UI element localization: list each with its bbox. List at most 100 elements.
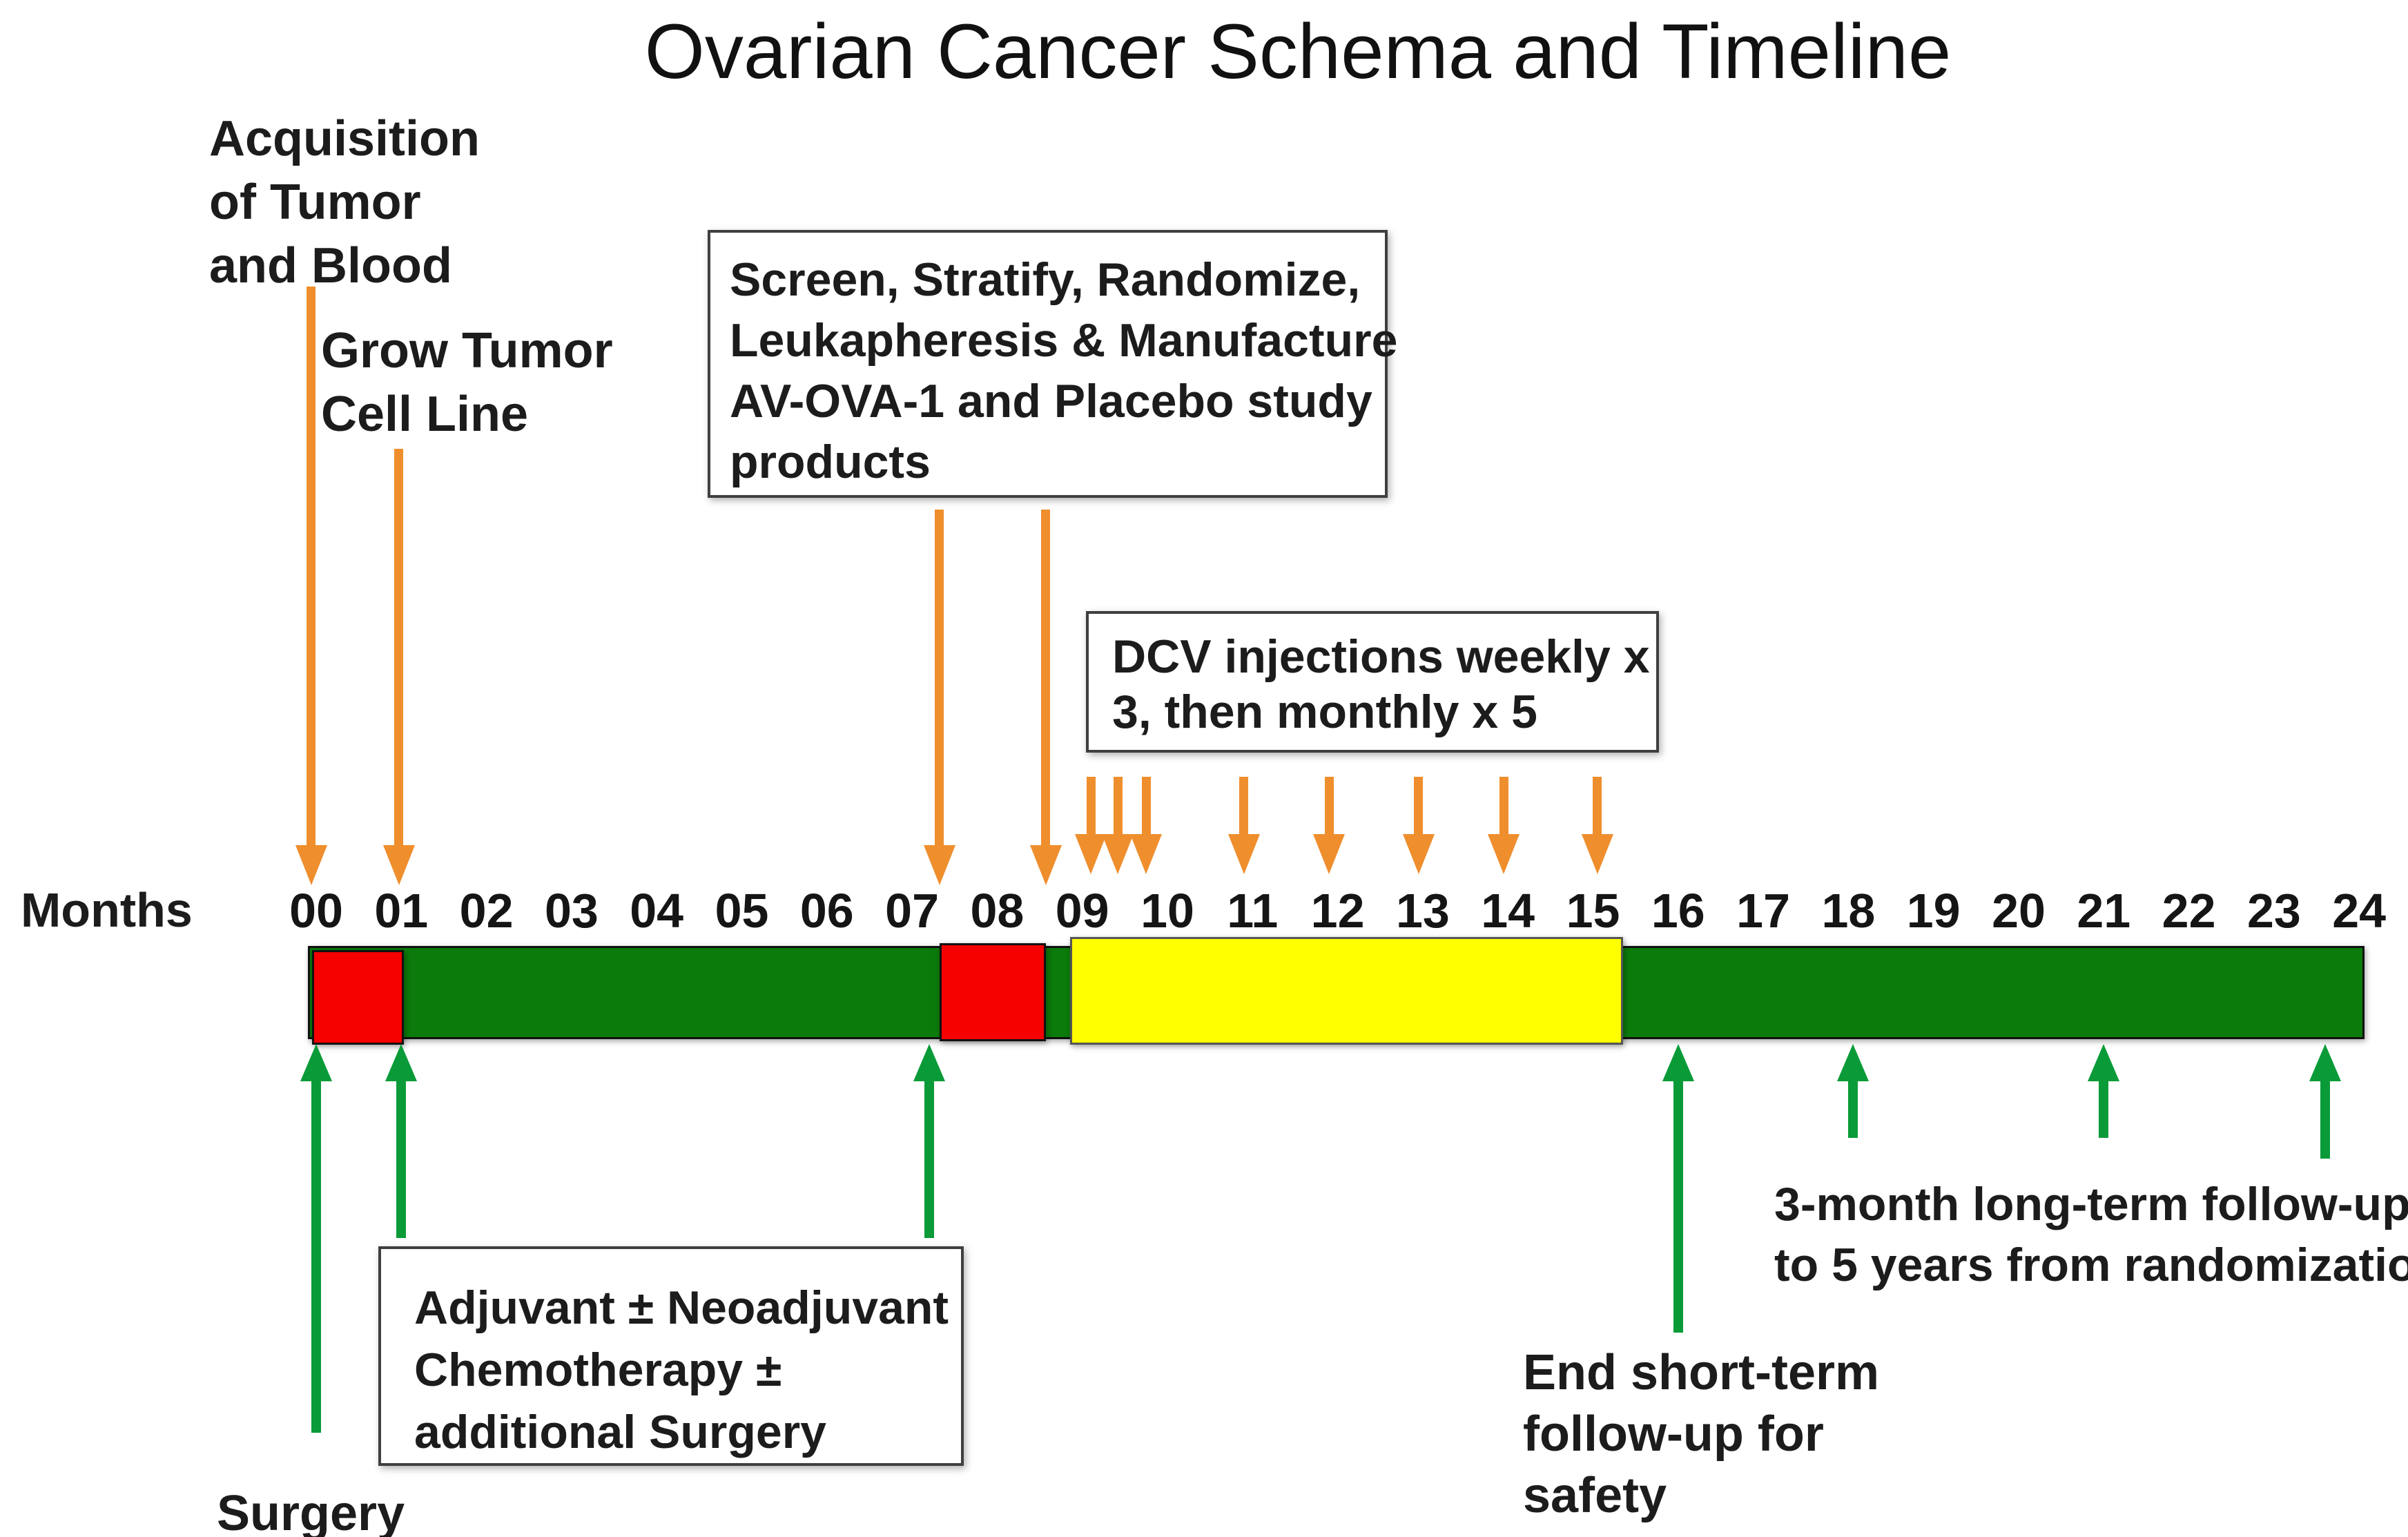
- arrow-chemo-end-shaft: [924, 1074, 934, 1238]
- segment-yellow-dcv: [1070, 937, 1623, 1045]
- month-label-02: 02: [459, 884, 514, 938]
- label-acquisition-tumor-blood: Acquisition of Tumor and Blood: [209, 107, 480, 298]
- arrow-dcv-monthly-4-head: [1488, 834, 1520, 874]
- month-label-14: 14: [1481, 884, 1535, 938]
- month-label-21: 21: [2077, 884, 2131, 938]
- month-label-10: 10: [1140, 884, 1194, 938]
- arrow-grow-cell-line-shaft: [394, 449, 404, 852]
- label-surgery: Surgery: [217, 1486, 405, 1537]
- label-line: follow-up for: [1523, 1406, 1824, 1462]
- arrow-dcv-monthly-2-head: [1313, 834, 1346, 874]
- box-line: AV-OVA-1 and Placebo study: [730, 375, 1372, 427]
- arrow-chemo-start-head: [385, 1044, 418, 1081]
- arrow-chemo-end: [913, 1044, 945, 1238]
- month-label-16: 16: [1651, 884, 1705, 938]
- arrow-dcv-weekly-1: [1075, 777, 1107, 874]
- arrow-chemo-end-head: [913, 1044, 945, 1081]
- label-line: safety: [1523, 1468, 1667, 1523]
- arrow-dcv-weekly-2-shaft: [1113, 777, 1123, 841]
- segment-red-leukapheresis: [939, 943, 1046, 1041]
- arrow-dcv-weekly-3: [1130, 777, 1163, 874]
- label-long-term-followup: 3-month long-term follow-up to 5 years f…: [1774, 1174, 2408, 1295]
- label-grow-tumor-cell-line: Grow Tumor Cell Line: [321, 319, 613, 446]
- box-line: additional Surgery: [414, 1406, 826, 1458]
- arrow-dcv-monthly-1-head: [1227, 834, 1260, 874]
- arrow-dcv-weekly-2: [1102, 777, 1134, 874]
- arrow-dcv-monthly-3-shaft: [1414, 777, 1424, 841]
- arrow-dcv-monthly-5-shaft: [1593, 777, 1602, 841]
- arrow-screen-period-end: [1029, 510, 1062, 885]
- arrow-dcv-monthly-3-head: [1402, 834, 1435, 874]
- arrow-dcv-monthly-2-shaft: [1324, 777, 1334, 841]
- arrow-dcv-monthly-1-shaft: [1239, 777, 1249, 841]
- month-label-09: 09: [1055, 884, 1109, 938]
- month-label-00: 00: [289, 884, 343, 938]
- arrow-dcv-weekly-1-shaft: [1086, 777, 1096, 841]
- arrow-long-term-followup-24-head: [2309, 1044, 2341, 1081]
- box-line: 3, then monthly x 5: [1112, 686, 1537, 738]
- arrow-dcv-monthly-5-head: [1581, 834, 1613, 874]
- month-label-17: 17: [1736, 884, 1791, 938]
- arrow-dcv-monthly-5: [1581, 777, 1613, 874]
- arrow-surgery-head: [300, 1044, 332, 1081]
- arrow-dcv-weekly-2-head: [1102, 834, 1134, 874]
- months-axis-label: Months: [21, 883, 193, 937]
- month-label-03: 03: [544, 884, 599, 938]
- arrow-long-term-followup-18-head: [1836, 1044, 1869, 1081]
- arrow-long-term-followup-18: [1836, 1044, 1869, 1138]
- arrow-long-term-followup-18-shaft: [1847, 1074, 1858, 1138]
- label-line: End short-term: [1523, 1345, 1880, 1400]
- label-line: Acquisition: [209, 111, 480, 166]
- arrow-dcv-weekly-3-head: [1130, 834, 1163, 874]
- segment-red-surgery: [311, 950, 404, 1045]
- box-line: Chemotherapy ±: [414, 1344, 782, 1396]
- arrow-screen-period-end-shaft: [1041, 510, 1051, 852]
- month-label-18: 18: [1821, 884, 1876, 938]
- arrow-end-short-term-followup: [1662, 1044, 1694, 1333]
- arrow-long-term-followup-24: [2309, 1044, 2341, 1159]
- month-label-24: 24: [2332, 884, 2387, 938]
- arrow-acquisition-head: [295, 845, 327, 885]
- page-title: Ovarian Cancer Schema and Timeline: [644, 8, 1952, 95]
- arrow-dcv-monthly-3: [1402, 777, 1435, 874]
- arrow-screen-period-start-shaft: [935, 510, 944, 852]
- arrow-long-term-followup-21-shaft: [2099, 1074, 2109, 1138]
- arrow-surgery: [300, 1044, 332, 1433]
- arrow-screen-period-start: [923, 510, 955, 885]
- arrow-dcv-monthly-2: [1313, 777, 1346, 874]
- arrow-long-term-followup-24-shaft: [2320, 1074, 2330, 1159]
- arrow-surgery-shaft: [311, 1074, 321, 1433]
- box-line: Leukapheresis & Manufacture: [730, 314, 1398, 367]
- dcv-injections-box: DCV injections weekly x 3, then monthly …: [1086, 611, 1659, 753]
- arrow-dcv-weekly-3-shaft: [1141, 777, 1151, 841]
- month-label-11: 11: [1227, 884, 1279, 938]
- arrow-screen-period-end-head: [1029, 845, 1062, 885]
- arrow-end-short-term-followup-head: [1662, 1044, 1694, 1081]
- month-label-06: 06: [799, 884, 854, 938]
- label-line: of Tumor: [209, 175, 421, 230]
- arrow-long-term-followup-21-head: [2088, 1044, 2120, 1081]
- arrow-dcv-monthly-1: [1227, 777, 1260, 874]
- arrow-end-short-term-followup-shaft: [1673, 1074, 1683, 1333]
- month-label-07: 07: [885, 884, 940, 938]
- month-label-13: 13: [1395, 884, 1450, 938]
- month-label-01: 01: [374, 884, 429, 938]
- box-line: DCV injections weekly x: [1112, 630, 1650, 683]
- box-line: Adjuvant ± Neoadjuvant: [414, 1282, 949, 1334]
- arrow-dcv-monthly-4: [1488, 777, 1520, 874]
- arrow-grow-cell-line-head: [382, 845, 415, 885]
- arrow-chemo-start: [385, 1044, 418, 1238]
- screen-stratify-randomize-box: Screen, Stratify, Randomize, Leukapheres…: [708, 230, 1398, 498]
- month-label-05: 05: [715, 884, 769, 938]
- label-line: Cell Line: [321, 387, 529, 442]
- label-end-short-term-followup: End short-term follow-up for safety: [1523, 1342, 1879, 1527]
- arrow-acquisition: [295, 287, 327, 885]
- arrow-long-term-followup-21: [2088, 1044, 2120, 1138]
- arrow-screen-period-start-head: [923, 845, 955, 885]
- month-label-08: 08: [970, 884, 1025, 938]
- arrow-grow-cell-line: [382, 449, 415, 885]
- arrow-dcv-weekly-1-head: [1075, 834, 1107, 874]
- arrow-dcv-monthly-4-shaft: [1499, 777, 1508, 841]
- month-label-12: 12: [1310, 884, 1365, 938]
